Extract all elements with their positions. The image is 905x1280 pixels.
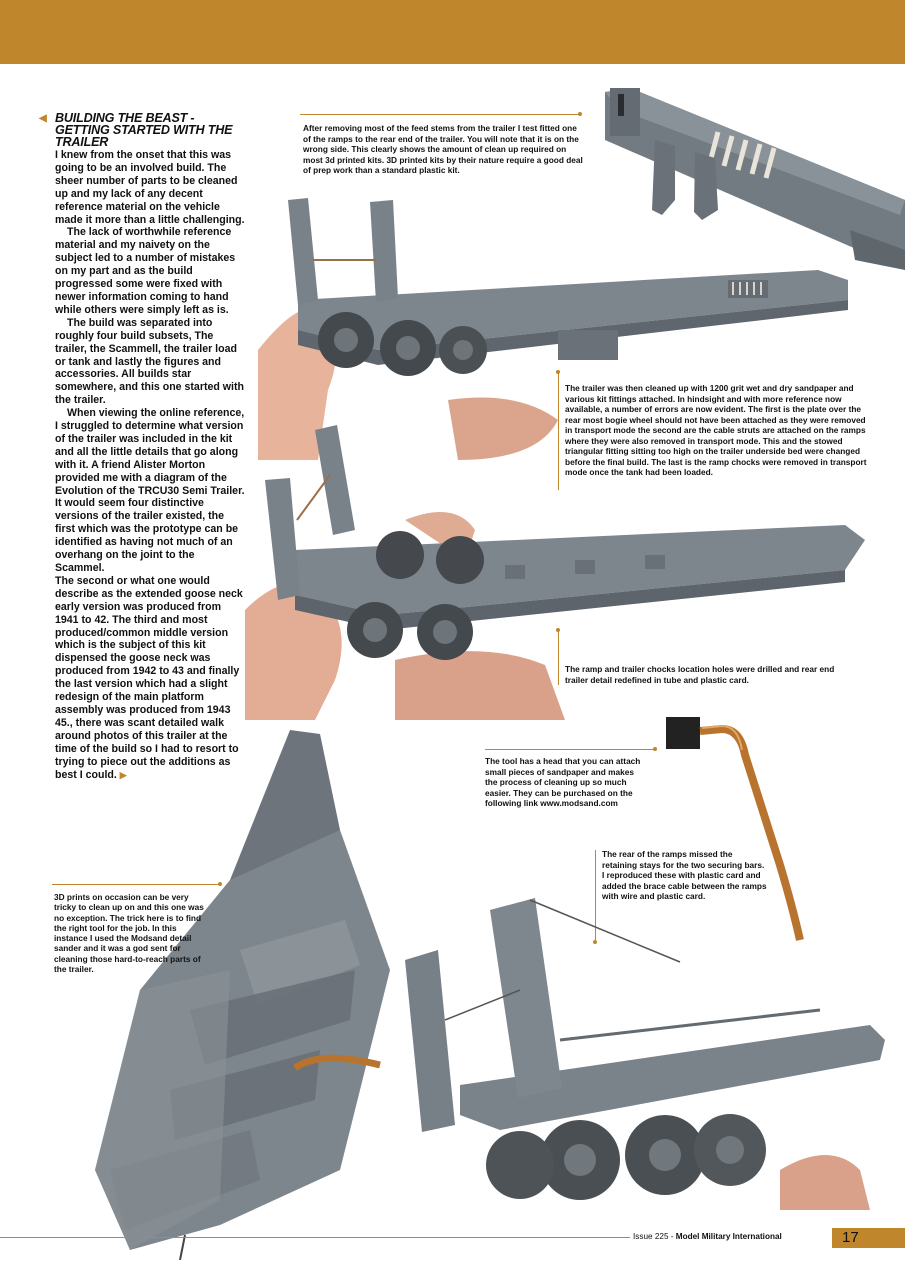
caption-dot bbox=[556, 628, 560, 632]
caption-rule-vertical bbox=[558, 630, 559, 685]
footer-rule bbox=[0, 1237, 630, 1238]
article-paragraph-text: The second or what one would describe as… bbox=[55, 574, 243, 781]
footer-credit: Issue 225 - Model Military International bbox=[633, 1232, 782, 1241]
caption-rule-vertical bbox=[595, 850, 596, 942]
trailer-underside-photo bbox=[95, 730, 390, 1260]
article-paragraph: I knew from the onset that this was goin… bbox=[55, 149, 245, 226]
footer-issue: Issue 225 - bbox=[633, 1232, 676, 1241]
article-paragraph: When viewing the online reference, I str… bbox=[55, 407, 245, 574]
sanding-tool-photo bbox=[666, 717, 804, 941]
footer-magazine: Model Military International bbox=[675, 1232, 782, 1241]
caption-modsand: 3D prints on occasion can be very tricky… bbox=[54, 892, 204, 975]
trailer-in-hand-photo bbox=[258, 198, 848, 460]
caption-tool-head: The tool has a head that you can attach … bbox=[485, 756, 641, 809]
header-band bbox=[0, 0, 905, 64]
caption-sandpaper: The trailer was then cleaned up with 120… bbox=[565, 383, 867, 477]
ramp-stays-photo bbox=[405, 898, 885, 1210]
caption-ramp-stays: The rear of the ramps missed the retaini… bbox=[602, 849, 767, 902]
article-paragraph: The build was separated into roughly fou… bbox=[55, 316, 244, 407]
article-paragraph: The lack of worthwhile reference materia… bbox=[55, 226, 236, 316]
caption-dot bbox=[218, 882, 222, 886]
caption-dot bbox=[578, 112, 582, 116]
article-paragraph-last: The second or what one would describe as… bbox=[55, 575, 245, 782]
caption-dot bbox=[593, 940, 597, 944]
caption-dot bbox=[653, 747, 657, 751]
ramp-closeup-photo bbox=[605, 88, 905, 270]
caption-chock-holes: The ramp and trailer chocks location hol… bbox=[565, 664, 835, 685]
page-number: 17 bbox=[832, 1228, 905, 1248]
heading-arrow-icon: ◀ bbox=[39, 113, 47, 124]
caption-rule bbox=[300, 114, 580, 115]
caption-rule bbox=[52, 884, 220, 885]
caption-rule bbox=[485, 749, 655, 750]
caption-feed-stems: After removing most of the feed stems fr… bbox=[303, 123, 583, 176]
caption-dot bbox=[556, 370, 560, 374]
trailer-cleaned-photo bbox=[245, 425, 865, 720]
end-arrow-icon: ▶ bbox=[119, 769, 127, 780]
caption-rule-vertical bbox=[558, 372, 559, 490]
